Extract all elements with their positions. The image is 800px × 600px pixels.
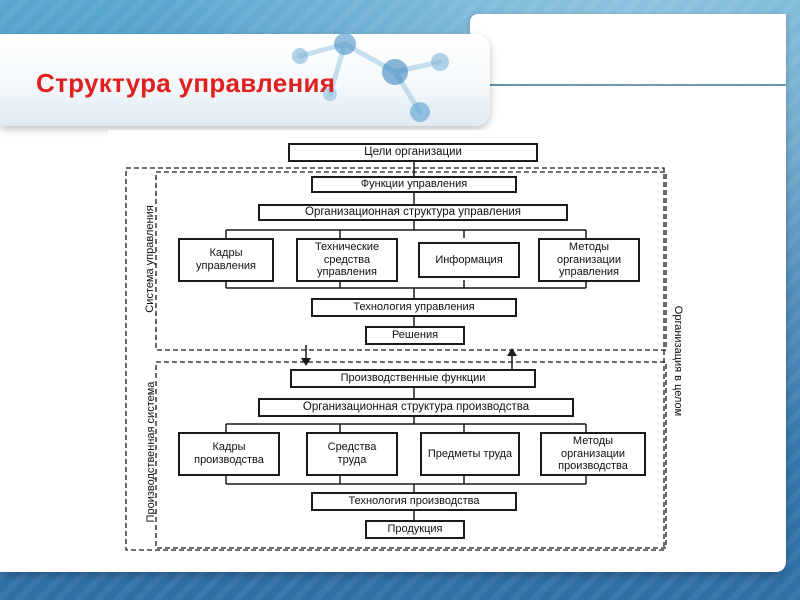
production-system-label: Производственная система [145, 367, 157, 537]
up-arrow-icon [507, 348, 517, 356]
management-element-box: Кадры управления [178, 238, 274, 282]
production-technology-box: Технология производства [311, 492, 517, 511]
management-org-structure-box: Организационная структура управления [258, 204, 568, 221]
management-functions-box: Функции управления [311, 176, 517, 193]
management-element-box: Информация [418, 242, 520, 278]
management-element-box: Технические средства управления [296, 238, 398, 282]
production-element-box: Методы организации производства [540, 432, 646, 476]
production-org-structure-box: Организационная структура производства [258, 398, 574, 417]
production-element-box: Кадры производства [178, 432, 280, 476]
production-element-box: Предметы труда [420, 432, 520, 476]
goals-box: Цели организации [288, 143, 538, 162]
top-right-panel [470, 14, 786, 84]
management-technology-box: Технология управления [311, 298, 517, 317]
slide-title: Структура управления [36, 68, 335, 99]
products-box: Продукция [365, 520, 465, 539]
structure-diagram: Цели организации Функции управления Орга… [108, 130, 703, 555]
production-element-box: Средства труда [306, 432, 398, 476]
organization-label: Организация в целом [672, 296, 684, 426]
production-functions-box: Производственные функции [290, 369, 536, 388]
management-element-box: Методы организации управления [538, 238, 640, 282]
decisions-box: Решения [365, 326, 465, 345]
management-system-label: Система управления [144, 199, 156, 319]
